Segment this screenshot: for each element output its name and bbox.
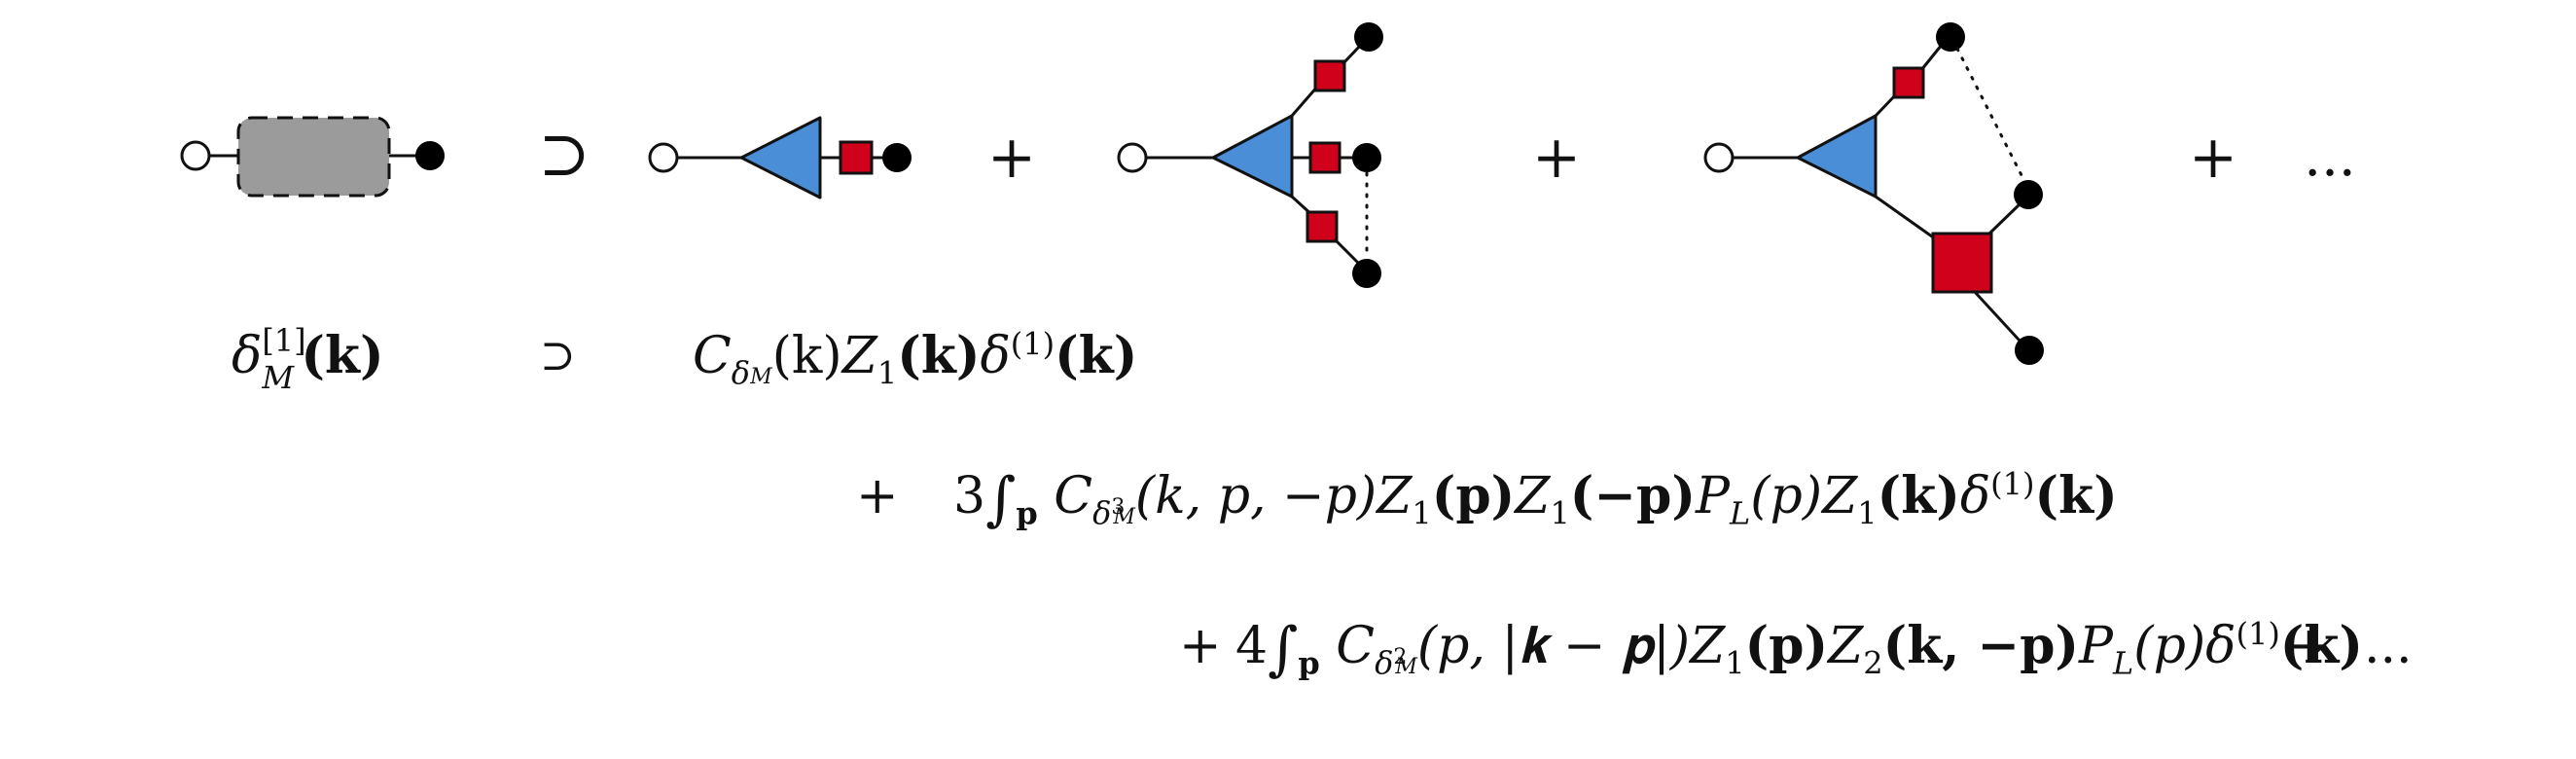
dashed-box-icon <box>236 116 391 198</box>
second-order-term-plus: + <box>1179 617 1222 675</box>
second-order-term-expression: 4∫p Cδ2M(p, |𝐤 − 𝐩|)Z1(𝐩)Z2(𝐤, −𝐩)PL(p)δ… <box>1235 615 2364 683</box>
diagram-linear-term <box>648 116 912 199</box>
trailing-plus: + <box>2288 617 2331 675</box>
filled-dot-icon <box>1936 22 1965 52</box>
diagram-second-order-term <box>1703 22 2044 365</box>
filled-dot-icon <box>2015 336 2044 365</box>
open-circle-icon <box>1703 142 1735 173</box>
plus-sign: + <box>2189 124 2237 192</box>
red-square-icon <box>1892 66 1925 99</box>
open-circle-icon <box>648 142 679 173</box>
subset-symbol-eq: ⊃ <box>540 331 576 380</box>
filled-dot-icon <box>1354 22 1383 52</box>
ellipsis: ... <box>2304 126 2355 189</box>
filled-dot-icon <box>882 143 912 172</box>
filled-dot-icon <box>2014 180 2043 209</box>
filled-dot-icon <box>415 141 445 170</box>
triangle-vertex-icon <box>1796 114 1878 199</box>
open-circle-icon <box>180 140 211 171</box>
diagram-cubic-term <box>1117 22 1383 288</box>
trailing-ellipsis: ... <box>2364 617 2413 675</box>
lhs-box-diagram <box>180 116 445 198</box>
contraction-dotted-line <box>1955 47 2025 181</box>
big-red-square-icon <box>1931 232 1993 294</box>
triangle-vertex-icon <box>1211 114 1294 199</box>
filled-dot-icon <box>1352 259 1381 288</box>
triangle-vertex-icon <box>739 116 822 199</box>
red-square-icon <box>1313 59 1346 92</box>
plus-sign: + <box>987 124 1036 192</box>
filled-dot-icon <box>1352 143 1381 172</box>
cubic-term-plus: + <box>856 467 899 525</box>
linear-term-expression: CδM(k)Z1(𝐤)δ(1)(𝐤) <box>693 325 1138 392</box>
plus-sign: + <box>1532 124 1581 192</box>
lhs-expression: δ [1] M (𝐤) <box>232 321 384 396</box>
red-square-icon <box>1308 141 1342 174</box>
cubic-term-expression: 3∫p Cδ3M(k, p, −p)Z1(𝐩)Z1(−𝐩)PL(p)Z1(𝐤)δ… <box>953 465 2118 533</box>
red-square-icon <box>839 140 874 175</box>
open-circle-icon <box>1117 142 1148 173</box>
subset-symbol: ⊃ <box>538 119 590 191</box>
feynman-diagram-row: ⊃ + <box>180 22 2356 365</box>
red-square-icon <box>1306 210 1339 243</box>
